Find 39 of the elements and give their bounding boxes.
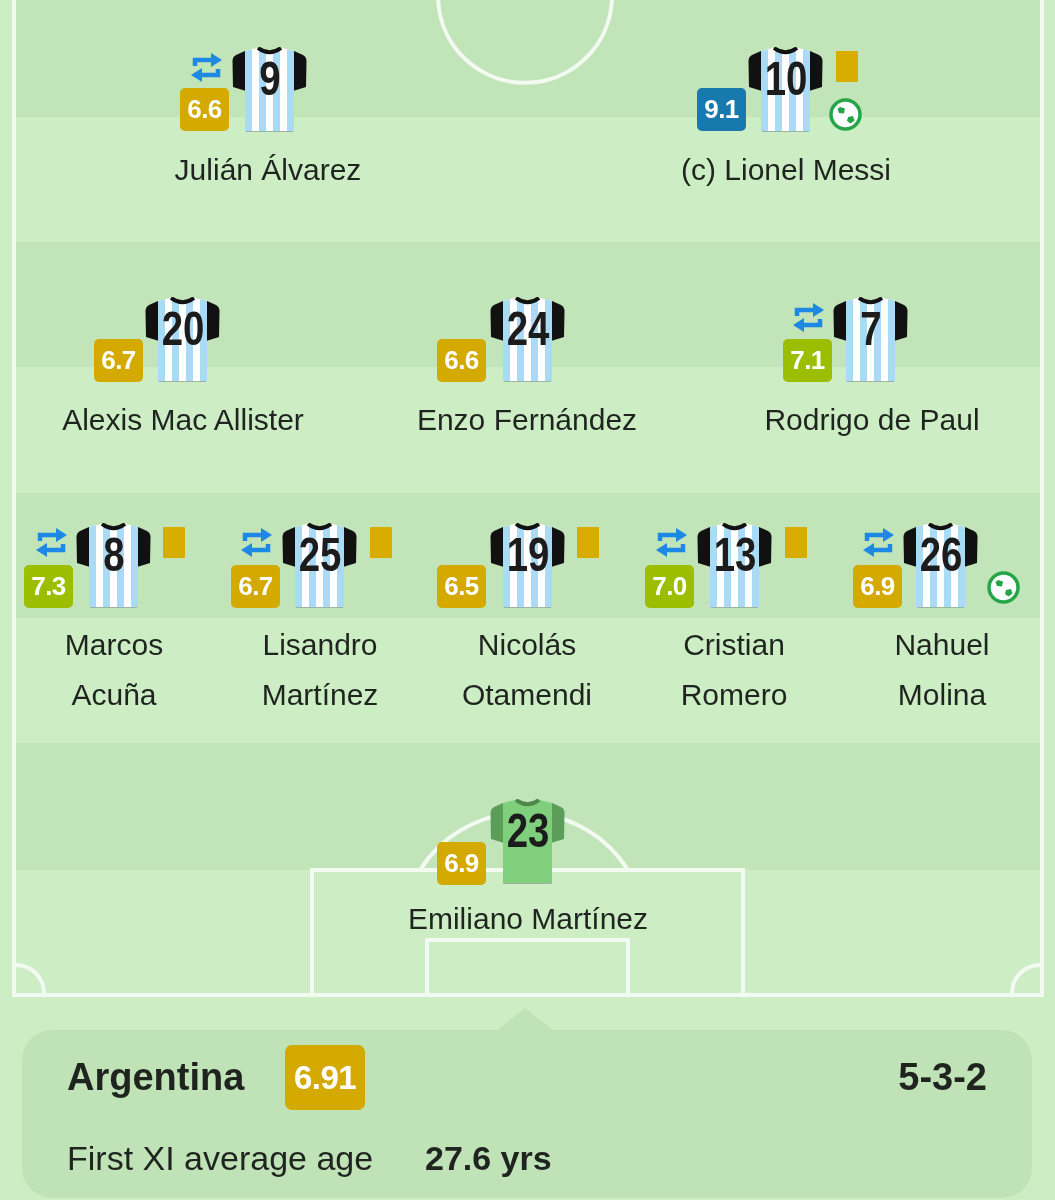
rating-badge: 7.0 (645, 565, 694, 608)
shirt-number: 25 (298, 531, 341, 579)
average-age-value: 27.6 yrs (425, 1138, 552, 1178)
rating-badge: 7.1 (783, 339, 832, 382)
player-name: Emiliano Martínez (407, 901, 649, 937)
player-name: Nicolás Otamendi (460, 627, 594, 713)
player-name: (c) Lionel Messi (680, 152, 892, 188)
player-name: Rodrigo de Paul (764, 402, 980, 438)
average-age-label: First XI average age (67, 1138, 374, 1178)
shirt-number: 19 (506, 531, 549, 579)
shirt-number: 23 (506, 807, 549, 855)
team-name: Argentina (67, 1055, 245, 1099)
player-name: Lisandro Martínez (260, 627, 380, 713)
rating-badge: 7.3 (24, 565, 73, 608)
player-name: Alexis Mac Allister (62, 402, 304, 438)
rating-badge: 6.6 (180, 88, 229, 131)
shirt-number: 20 (161, 305, 204, 353)
player-name: Nahuel Molina (893, 627, 991, 713)
player-name: Enzo Fernández (416, 402, 638, 438)
rating-badge: 9.1 (697, 88, 746, 131)
player-name: Cristian Romero (679, 627, 789, 713)
team-summary-panel (22, 1008, 1032, 1198)
rating-badge: 6.9 (853, 565, 902, 608)
rating-badge: 6.9 (437, 842, 486, 885)
rating-badge: 6.7 (231, 565, 280, 608)
shirt-number: 7 (859, 305, 882, 353)
shirt-number: 26 (919, 531, 962, 579)
rating-badge: 6.91 (285, 1045, 365, 1110)
player-name: Marcos Acuña (63, 627, 165, 713)
rating-badge: 6.5 (437, 565, 486, 608)
rating-badge: 6.6 (437, 339, 486, 382)
player-name: Julián Álvarez (174, 152, 362, 188)
rating-badge: 6.7 (94, 339, 143, 382)
shirt-number: 24 (506, 305, 549, 353)
shirt-number: 8 (102, 531, 125, 579)
shirt-number: 13 (713, 531, 756, 579)
shirt-number: 10 (764, 55, 807, 103)
shirt-number: 9 (258, 55, 281, 103)
formation: 5-3-2 (898, 1055, 987, 1099)
